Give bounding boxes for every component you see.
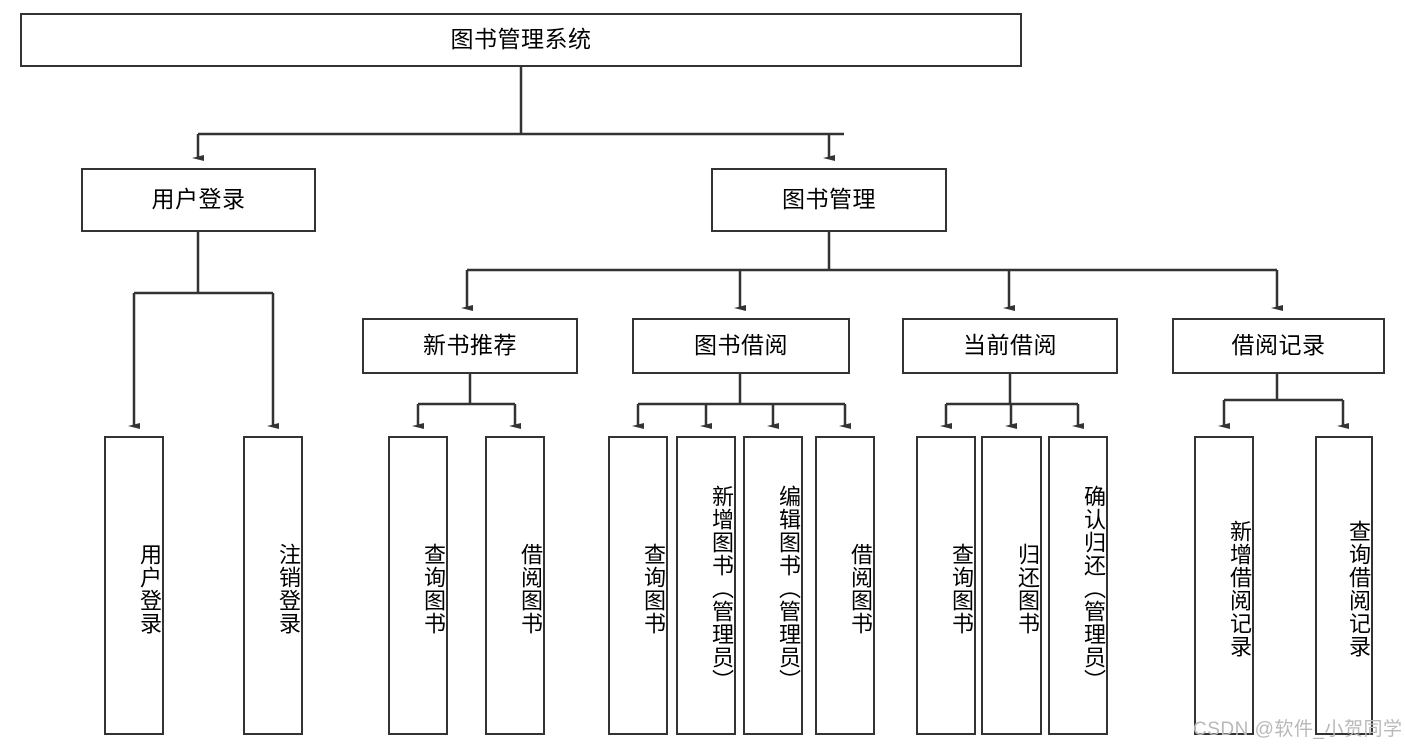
leaf-book-borrow-add[interactable]: 新增图书（管理员） [676, 436, 736, 735]
leaf-current-borrow-confirm-return[interactable]: 确认归还（管理员） [1048, 436, 1108, 735]
leaf-book-borrow-borrow[interactable]: 借阅图书 [815, 436, 875, 735]
leaf-book-borrow-edit[interactable]: 编辑图书（管理员） [743, 436, 803, 735]
leaf-book-borrow-query[interactable]: 查询图书 [608, 436, 668, 735]
leaf-new-book-borrow[interactable]: 借阅图书 [485, 436, 545, 735]
node-user-login[interactable]: 用户登录 [81, 168, 316, 232]
node-current-borrow[interactable]: 当前借阅 [902, 318, 1118, 374]
node-book-management[interactable]: 图书管理 [711, 168, 947, 232]
leaf-user-login-login[interactable]: 用户登录 [104, 436, 164, 735]
leaf-current-borrow-query[interactable]: 查询图书 [916, 436, 976, 735]
leaf-borrow-record-add[interactable]: 新增借阅记录 [1194, 436, 1254, 735]
leaf-current-borrow-return[interactable]: 归还图书 [981, 436, 1042, 735]
node-new-book-recommend[interactable]: 新书推荐 [362, 318, 578, 374]
node-root-system[interactable]: 图书管理系统 [20, 13, 1022, 67]
leaf-borrow-record-query[interactable]: 查询借阅记录 [1315, 436, 1373, 735]
node-book-borrow[interactable]: 图书借阅 [632, 318, 850, 374]
leaf-new-book-query[interactable]: 查询图书 [388, 436, 448, 735]
watermark: CSDN @软件_小贺同学 [1193, 719, 1403, 740]
node-borrow-record[interactable]: 借阅记录 [1172, 318, 1385, 374]
leaf-user-login-logout[interactable]: 注销登录 [243, 436, 303, 735]
